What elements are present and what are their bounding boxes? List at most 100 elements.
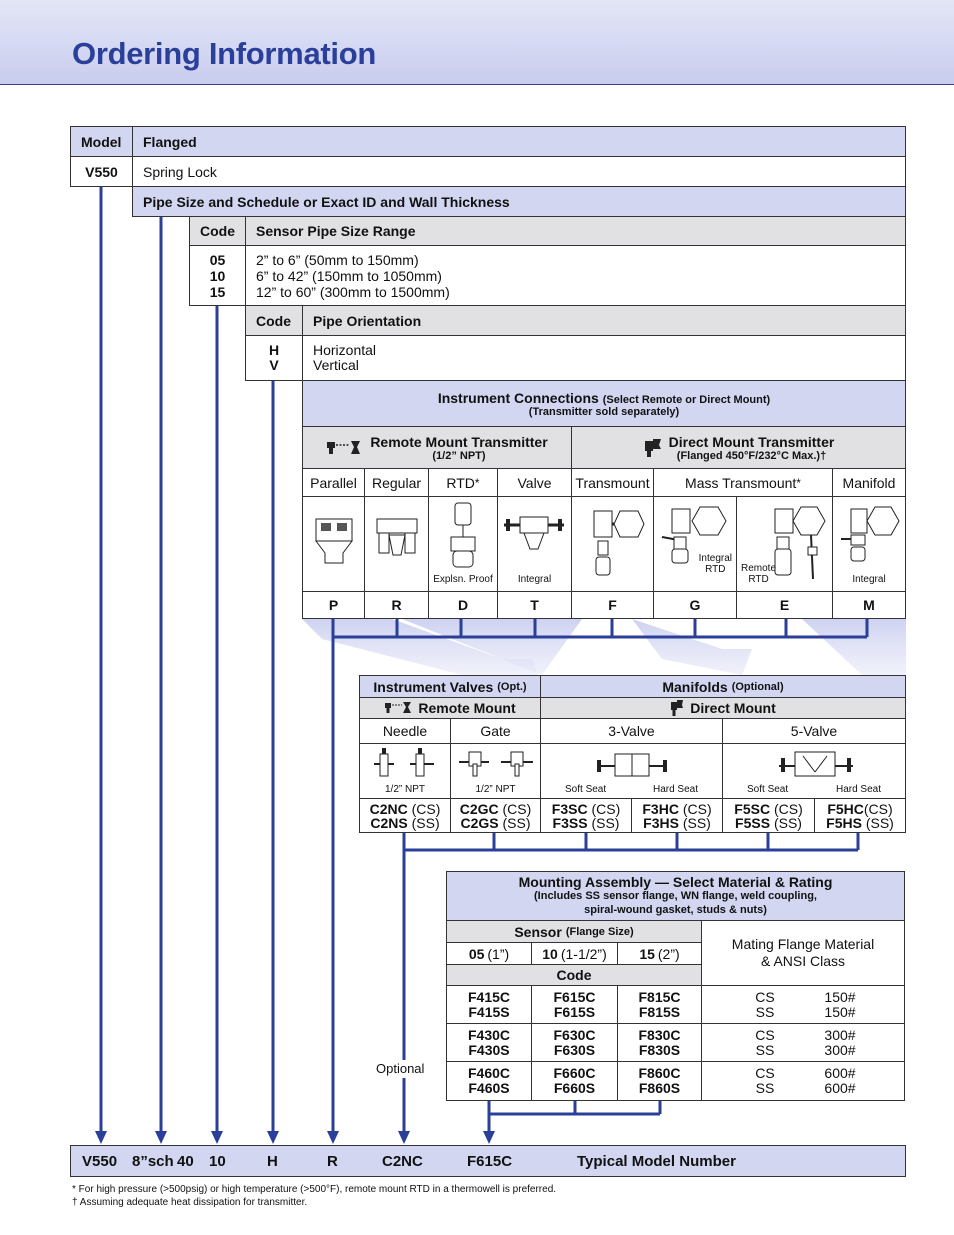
code-ss: F660S	[553, 1080, 596, 1096]
mass-transmount-integral-icon	[661, 506, 727, 564]
code-cs: F630C	[553, 1027, 596, 1043]
sensor-range: 12” to 60” (300mm to 1500mm)	[256, 284, 450, 300]
rating: 600#	[824, 1065, 856, 1081]
sensor-code: 05	[209, 252, 226, 268]
code-cs: F860C	[638, 1065, 681, 1081]
valve-code: F3HC	[642, 800, 679, 817]
pipe-size-header: Pipe Size and Schedule or Exact ID and W…	[132, 186, 906, 217]
material: (CS)	[591, 800, 621, 817]
pic-e-label: Remote RTD	[741, 563, 776, 585]
code-m: M	[832, 591, 906, 619]
mat: SS	[755, 1042, 775, 1058]
three-valve-manifold-icon	[597, 753, 667, 777]
valve-code: F5HC	[827, 800, 864, 817]
typical-model-label: Typical Model Number	[577, 1153, 736, 1170]
valve-code-cell: F3HC (CS) F3HS (SS)	[631, 798, 723, 833]
ic-title: Instrument Connections	[437, 389, 599, 406]
code-cs: F615C	[553, 989, 596, 1005]
pic-manifold-label: Integral	[852, 574, 886, 585]
size-code: 05	[468, 945, 485, 962]
remote-mount-title: Remote Mount Transmitter	[370, 433, 548, 450]
rating: 150#	[824, 989, 856, 1005]
pic-e-label-a: Remote	[741, 563, 777, 574]
sensor-range: 6” to 42” (150mm to 1050mm)	[256, 268, 442, 284]
typical-part-mounting: F615C	[467, 1153, 513, 1170]
footnote: * For high pressure (>500psig) or high t…	[72, 1184, 557, 1195]
code-ss: F430S	[468, 1042, 510, 1058]
flow-arrows-graphic	[302, 619, 906, 675]
valve-code: C2NC	[369, 800, 408, 817]
pic-manifold: Integral	[832, 496, 906, 592]
gate-npt: 1/2” NPT	[475, 784, 516, 795]
material: (SS)	[591, 814, 620, 831]
rtd-icon	[450, 502, 476, 568]
manifolds-header: Manifolds(Optional)	[540, 675, 906, 698]
code-ss: F460S	[468, 1080, 510, 1096]
typical-part-pipe: 8”sch	[132, 1153, 174, 1170]
mount-rating: 150#150#	[818, 990, 862, 1020]
ic-title-note: (Select Remote or Direct Mount)	[602, 393, 771, 406]
direct-mount-icon	[644, 438, 661, 457]
manifolds-title: Manifolds	[662, 678, 728, 695]
sensor-range-header-code: Code	[189, 216, 246, 246]
typical-part-schedule: 40	[177, 1153, 194, 1170]
material: (SS)	[682, 814, 711, 831]
sensor-range-header-desc: Sensor Pipe Size Range	[245, 216, 906, 246]
code-ss: F815S	[638, 1004, 681, 1020]
sensor-code: 15	[209, 284, 226, 300]
valve-code-cell: C2GC (CS) C2GS (SS)	[450, 798, 541, 833]
valve-code-cell: F5SC (CS) F5SS (SS)	[722, 798, 815, 833]
code-ss: F415S	[468, 1004, 510, 1020]
col-rtd-star: *	[474, 475, 480, 490]
valve-code: F3SC	[551, 800, 588, 817]
ic-subtitle: (Transmitter sold separately)	[528, 405, 680, 418]
material: (SS)	[865, 814, 894, 831]
page-title: Ordering Information	[72, 36, 377, 71]
orientation-value: Horizontal	[313, 342, 377, 358]
transmount-icon	[593, 510, 645, 576]
typical-part-size: 10	[209, 1153, 226, 1170]
typical-part-connection: R	[327, 1153, 338, 1170]
parallel-transmitter-icon	[315, 518, 353, 564]
valve-code: F3HS	[643, 814, 679, 831]
sensor-code: 10	[209, 268, 226, 284]
size-inch: (2”)	[657, 945, 680, 962]
typical-part-valve: C2NC	[382, 1153, 423, 1170]
mat: CS	[755, 1027, 775, 1043]
mounting-row	[446, 1061, 905, 1101]
material: (CS)	[682, 800, 712, 817]
mounting-sub1: (Includes SS sensor flange, WN flange, w…	[534, 890, 817, 902]
sensor-label: Sensor	[514, 923, 562, 940]
material: (SS)	[773, 814, 802, 831]
material: (CS)	[502, 800, 532, 817]
valve-code: F5SC	[734, 800, 771, 817]
three-soft: Soft Seat	[565, 784, 607, 795]
instrument-valves-header: Instrument Valves(Opt.)	[359, 675, 541, 698]
col-rtd-label: RTD	[446, 474, 475, 491]
direct-mount-header: Direct Mount Transmitter (Flanged 450°F/…	[571, 426, 906, 469]
col-mass-label: Mass Transmount	[685, 474, 797, 491]
page-header-band	[0, 0, 954, 85]
rating: 600#	[824, 1080, 856, 1096]
valves-direct-header: Direct Mount	[540, 697, 906, 719]
orientation-code: H	[268, 342, 280, 358]
manifold-transmitter-icon	[841, 506, 900, 562]
remote-mount-icon	[385, 702, 412, 713]
valve-code: C2GS	[460, 814, 499, 831]
valve-code-cell: C2NC (CS) C2NS (SS)	[359, 798, 451, 833]
mat: SS	[755, 1004, 775, 1020]
direct-mount-sub: (Flanged 450°F/232°C Max.)†	[676, 449, 827, 462]
mount-rating: 300#300#	[818, 1028, 862, 1058]
pic-g-label-a: Integral	[698, 553, 732, 564]
valve-code-cell: F5HC(CS) F5HS (SS)	[814, 798, 906, 833]
mass-transmount-remote-icon	[774, 506, 826, 580]
code-ss: F860S	[638, 1080, 681, 1096]
